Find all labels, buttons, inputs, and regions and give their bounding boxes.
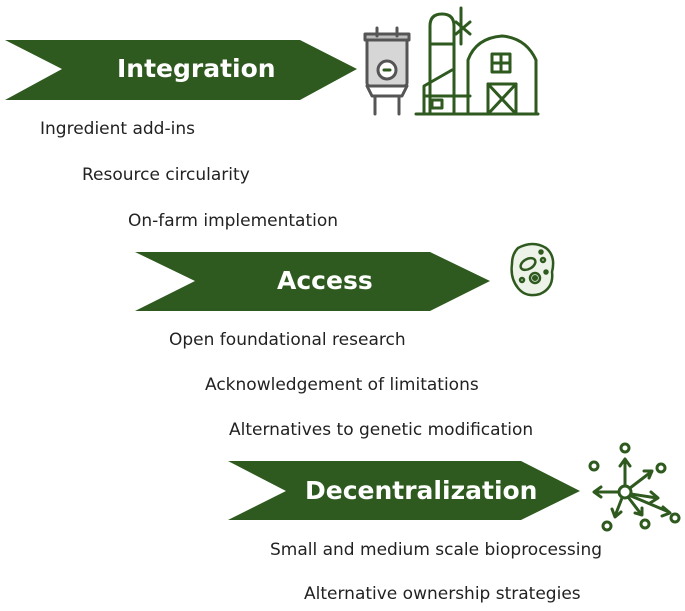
list-item: On-farm implementation [128,211,339,231]
list-item: Acknowledgement of limitations [205,375,479,395]
list-item: Resource circularity [82,165,250,185]
bioreactor-and-barn-icon [363,6,540,116]
list-item: Alternatives to genetic modification [229,420,534,440]
list-item: Open foundational research [169,330,406,350]
list-item: Small and medium scale bioprocessing [270,540,603,560]
list-item: Ingredient add-ins [40,119,195,139]
access-title: Access [277,266,373,295]
list-item: Alternative ownership strategies [304,584,581,604]
integration-title: Integration [117,54,276,83]
network-spread-icon [588,442,681,532]
microbe-cell-icon [510,242,555,297]
decentralization-title: Decentralization [305,476,538,505]
